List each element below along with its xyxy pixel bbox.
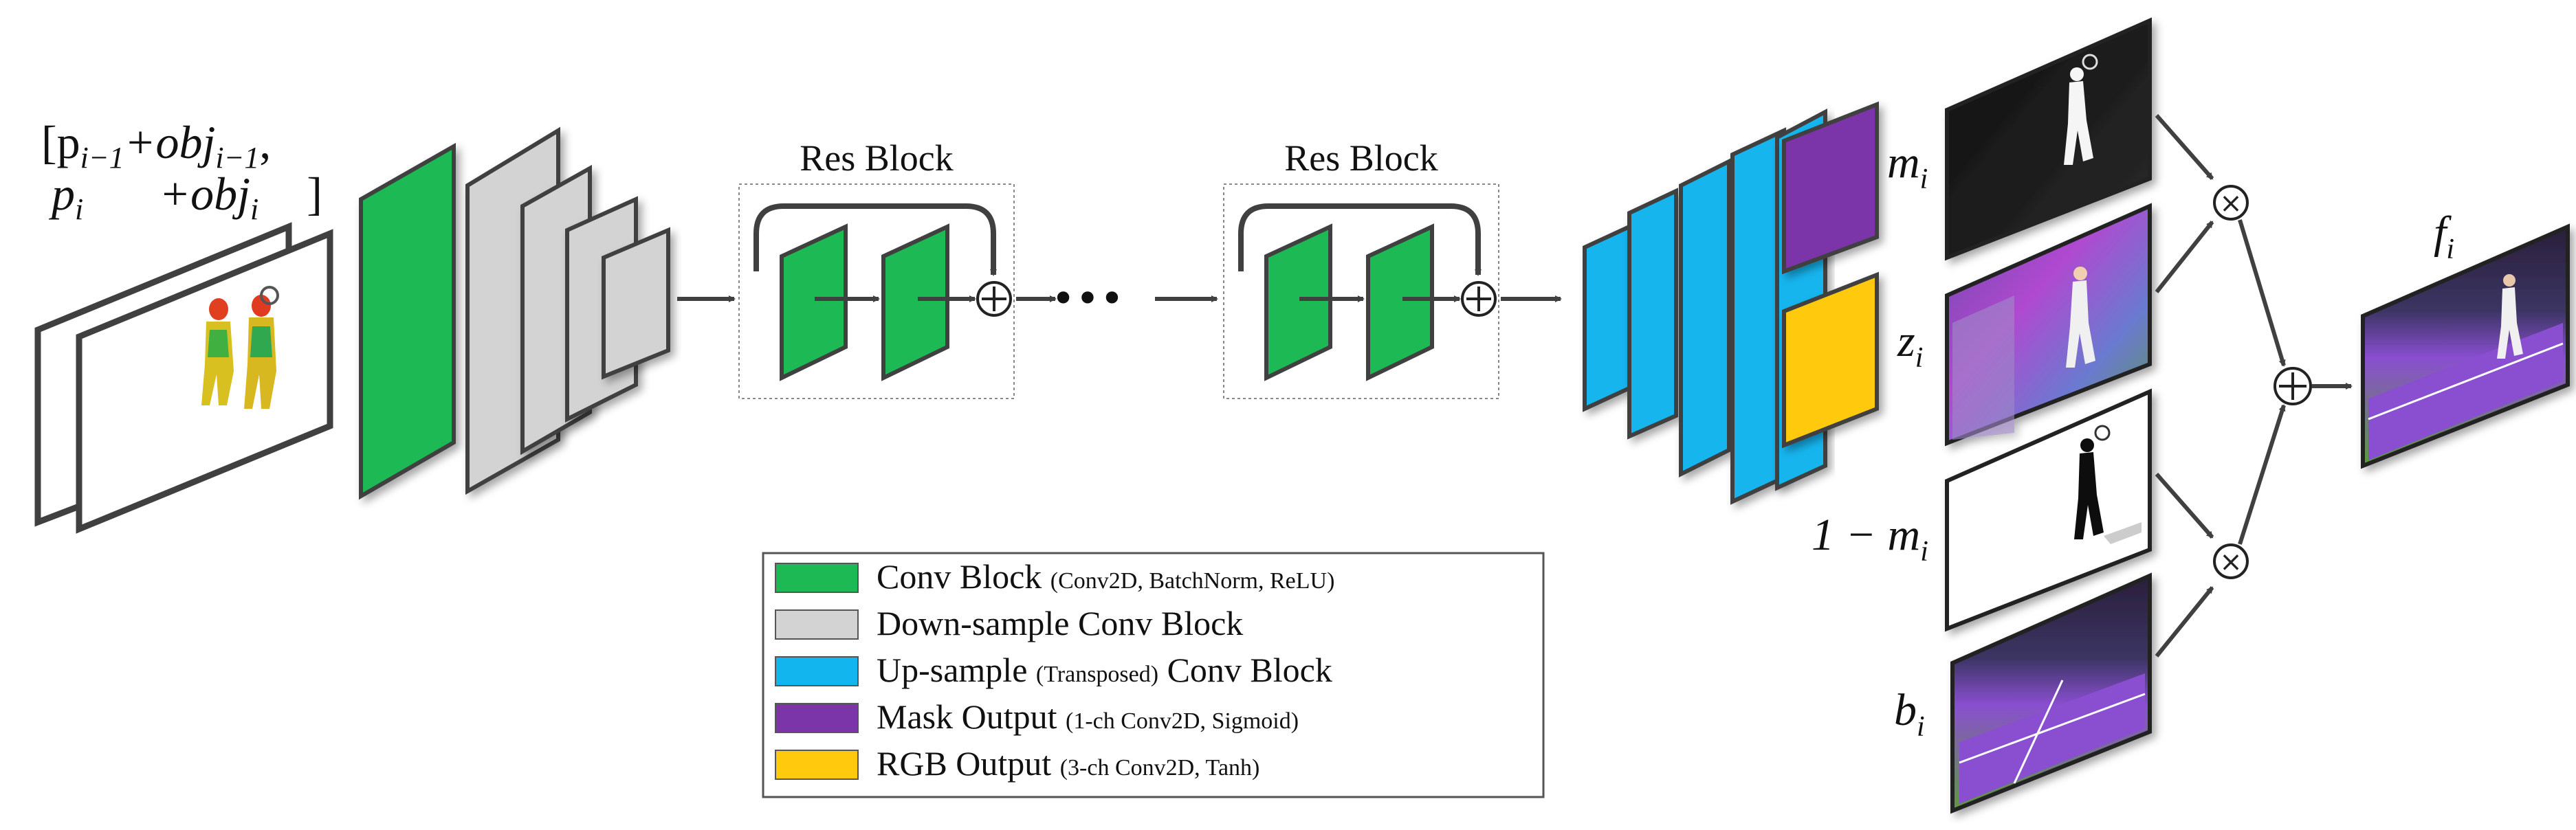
legend-item-rgb: RGB Output (3-ch Conv2D, Tanh): [775, 744, 1259, 783]
svg-text:[pi−1+obji−1,: [pi−1+obji−1,: [41, 116, 271, 175]
multiply-icon-bottom: ×: [2213, 543, 2249, 579]
pose-figures: [201, 286, 279, 409]
conv-block-encoder: [359, 142, 456, 500]
svg-text:Up-sample (Transposed) Conv Bl: Up-sample (Transposed) Conv Block: [877, 651, 1332, 689]
legend-item-conv: Conv Block (Conv2D, BatchNorm, ReLU): [775, 557, 1334, 596]
res-block-2-skip: [1238, 203, 1482, 276]
svg-text:×: ×: [2219, 188, 2243, 219]
label-m: mi: [1887, 137, 1928, 195]
downsample-block-4: [602, 227, 670, 380]
res-block-2-frame: [1223, 183, 1499, 399]
decoder: [1583, 101, 1879, 505]
upsample-block-2: [1627, 188, 1678, 440]
label-one-minus-m: 1 − mi: [1812, 510, 1928, 568]
background-image: [1950, 572, 2152, 814]
mask-output-block: [1782, 101, 1879, 275]
label-f: fi: [2434, 208, 2454, 265]
legend-item-upsample: Up-sample (Transposed) Conv Block: [775, 651, 1332, 689]
mask-image: [1945, 17, 2152, 261]
one-minus-mask-image: [1945, 388, 2152, 632]
res-block-1: Res Block: [738, 137, 1015, 399]
legend-item-downsample: Down-sample Conv Block: [775, 604, 1243, 642]
final-frame-image: [2361, 223, 2570, 469]
res-block-1-add-icon: [976, 281, 1012, 317]
add-icon-final: [2274, 367, 2312, 405]
legend-item-mask: Mask Output (1-ch Conv2D, Sigmoid): [775, 697, 1299, 736]
legend-box: [762, 552, 1545, 798]
res-block-2: Res Block: [1223, 137, 1499, 399]
res-block-1-conv-b: [881, 223, 949, 381]
label-z: zi: [1897, 316, 1923, 374]
composition: × ×: [2155, 114, 2353, 658]
label-b: bi: [1894, 685, 1925, 743]
svg-text:Mask Output (1-ch Conv2D, Sigm: Mask Output (1-ch Conv2D, Sigmoid): [877, 697, 1299, 736]
rgb-output-block: [1782, 271, 1879, 449]
z-image: [1945, 203, 2152, 447]
multiply-icon-top: ×: [2213, 185, 2249, 221]
res-block-2-conv-a: [1264, 223, 1332, 381]
legend: Conv Block (Conv2D, BatchNorm, ReLU) Dow…: [762, 552, 1545, 798]
res-block-2-conv-b: [1366, 223, 1434, 381]
res-block-1-frame: [738, 183, 1015, 399]
svg-text:RGB Output (3-ch Conv2D, Tanh): RGB Output (3-ch Conv2D, Tanh): [877, 744, 1259, 783]
svg-text:pi+obji]: pi+obji]: [49, 168, 322, 226]
res-block-1-conv-a: [780, 223, 848, 381]
input-frames: [34, 222, 333, 534]
svg-text:Conv Block (Conv2D, BatchNorm,: Conv Block (Conv2D, BatchNorm, ReLU): [877, 557, 1334, 596]
encoder: [359, 126, 670, 500]
svg-text:×: ×: [2219, 546, 2243, 578]
res-block-2-title: Res Block: [1284, 137, 1438, 179]
svg-text:Down-sample Conv Block: Down-sample Conv Block: [877, 604, 1243, 642]
output-labels: mi zi 1 − mi bi fi: [1812, 137, 2454, 743]
res-block-1-title: Res Block: [800, 137, 954, 179]
upsample-block-3: [1679, 158, 1731, 478]
res-block-2-add-icon: [1461, 281, 1497, 317]
input-label: [pi−1+obji−1, pi+obji]: [41, 116, 322, 226]
ellipsis: •••: [1051, 275, 1124, 323]
upsample-block-1: [1583, 223, 1631, 412]
res-block-1-skip: [753, 203, 997, 276]
